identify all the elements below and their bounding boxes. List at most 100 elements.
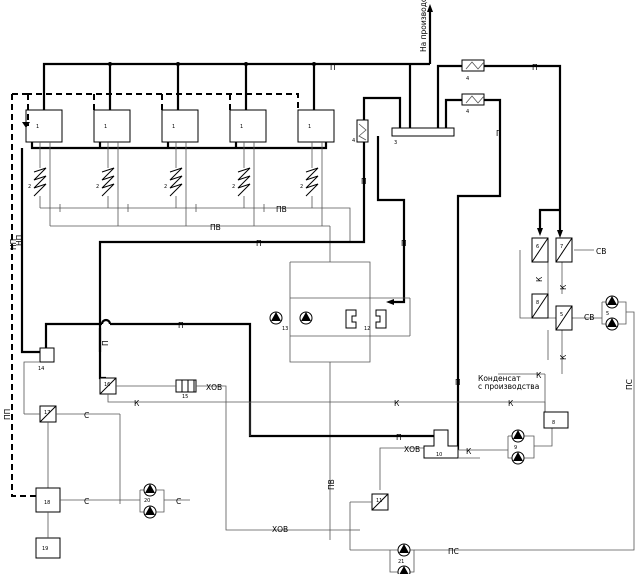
label-p-right-top: П (532, 63, 538, 72)
label-p-right-low: П (455, 378, 461, 387)
tank-18-number: 18 (44, 500, 50, 506)
boiler-number-e: 1 (308, 124, 311, 130)
tank-18 (35, 487, 61, 513)
boiler-number-a: 1 (36, 124, 39, 130)
rnp-14 (39, 347, 55, 363)
pump-9-number: 9 (514, 445, 517, 451)
label-p-deaerator-line: П (178, 321, 184, 330)
feed-pumps-frame (289, 261, 411, 540)
label-khov-upper: ХОВ (206, 383, 222, 392)
steam-collector (391, 127, 455, 137)
label-p-right-vert: П (496, 129, 502, 138)
pump-5-number: 5 (606, 311, 609, 317)
pumps-20 (139, 483, 190, 519)
heater-6-number: 6 (536, 244, 539, 250)
tank-8 (543, 411, 569, 429)
label-p-center-vert: П (401, 239, 407, 248)
label-ps-lower: ПС (448, 547, 459, 556)
economizers (33, 167, 319, 197)
filter-15 (175, 379, 197, 393)
label-pv-vertical: ПВ (327, 479, 336, 490)
label-khov-deaerator: ХОВ (404, 445, 420, 454)
steam-right-second (444, 93, 502, 450)
heater-5-number: 5 (560, 312, 563, 318)
network-heaters (519, 208, 602, 374)
boiler-number-c: 1 (172, 124, 175, 130)
label-p-deaerator: П (396, 433, 402, 442)
heater-8-number: 8 (536, 300, 539, 306)
label-khov-lower: ХОВ (272, 525, 288, 534)
label-k-right: К (508, 399, 514, 408)
rou-number-second: 4 (466, 109, 469, 115)
economizer-number-a: 2 (28, 184, 31, 190)
label-condensate-1: Конденсат (478, 374, 521, 383)
pump-13-number: 13 (282, 326, 288, 332)
label-p-middle: П (256, 239, 262, 248)
boiler-1d (229, 109, 267, 143)
pumps-9 (507, 428, 553, 465)
boiler-lower-steam (20, 142, 328, 354)
label-np-left: НП (9, 239, 18, 250)
filter-number: 15 (182, 394, 188, 400)
label-s-right: С (176, 497, 181, 506)
boiler-1a (25, 109, 63, 143)
tank-19-number: 19 (42, 546, 48, 552)
economizer-number-e: 2 (300, 184, 303, 190)
economizer-number-b: 2 (96, 184, 99, 190)
boiler-number-b: 1 (104, 124, 107, 130)
label-pv-upper: ПВ (276, 205, 287, 214)
label-pv-lower: ПВ (210, 223, 221, 232)
boiler-1e (297, 109, 335, 143)
steam-right-top (436, 59, 563, 238)
boiler-1b (93, 109, 131, 143)
label-np-inner: НП (15, 235, 24, 246)
label-k-vert-2: К (559, 284, 568, 290)
feedwater-thin (39, 142, 351, 262)
label-to-production: На производство (419, 0, 428, 52)
turbo-pump-12 (345, 309, 387, 329)
economizer-number-d: 2 (232, 184, 235, 190)
boilers (25, 109, 335, 143)
tank-8-number: 8 (552, 420, 555, 426)
label-k-vert-1: К (535, 276, 544, 282)
collector-number: 3 (394, 140, 397, 146)
label-s-lower: С (84, 497, 89, 506)
np-dashed-lines (11, 93, 299, 497)
label-sv-lower: СВ (584, 313, 594, 322)
pump-13b (299, 311, 313, 325)
pumps-5 (601, 295, 635, 551)
rou-number-top: 4 (466, 76, 469, 82)
steam-p-middle (98, 180, 366, 352)
pump-13a (269, 311, 283, 325)
rou-number-left: 4 (352, 138, 355, 144)
pump-20-number: 20 (144, 498, 150, 504)
deaerator-lines (249, 402, 508, 459)
rnp-number: 14 (38, 366, 44, 372)
label-condensate-2: с производства (478, 382, 539, 391)
label-pp-left: ПП (3, 409, 12, 420)
heater-7-number: 7 (560, 244, 563, 250)
label-sv-upper: СВ (596, 247, 606, 256)
label-k-vert-3: К (559, 354, 568, 360)
boiler-number-d: 1 (240, 124, 243, 130)
boiler-1c (161, 109, 199, 143)
label-k-condensate: К (536, 371, 542, 380)
heater-17-number: 17 (44, 410, 50, 416)
economizer-number-c: 2 (164, 184, 167, 190)
label-p-header: П (330, 63, 336, 72)
deaerator-number: 10 (436, 452, 442, 458)
label-ps-right: ПС (625, 379, 634, 390)
label-k-left: К (134, 399, 140, 408)
label-k-mid: К (394, 399, 400, 408)
heater-17-lines (23, 386, 121, 504)
label-k-deaerator: К (466, 447, 472, 456)
pump-21-number: 21 (398, 559, 404, 565)
steam-left-branch (356, 96, 406, 305)
pump-12-number: 12 (364, 326, 370, 332)
steam-header (42, 4, 433, 128)
heater-11-number: 11 (376, 498, 382, 504)
label-s-upper: С (84, 411, 89, 420)
condensate-line (23, 361, 546, 412)
heater-16-number: 16 (104, 382, 110, 388)
